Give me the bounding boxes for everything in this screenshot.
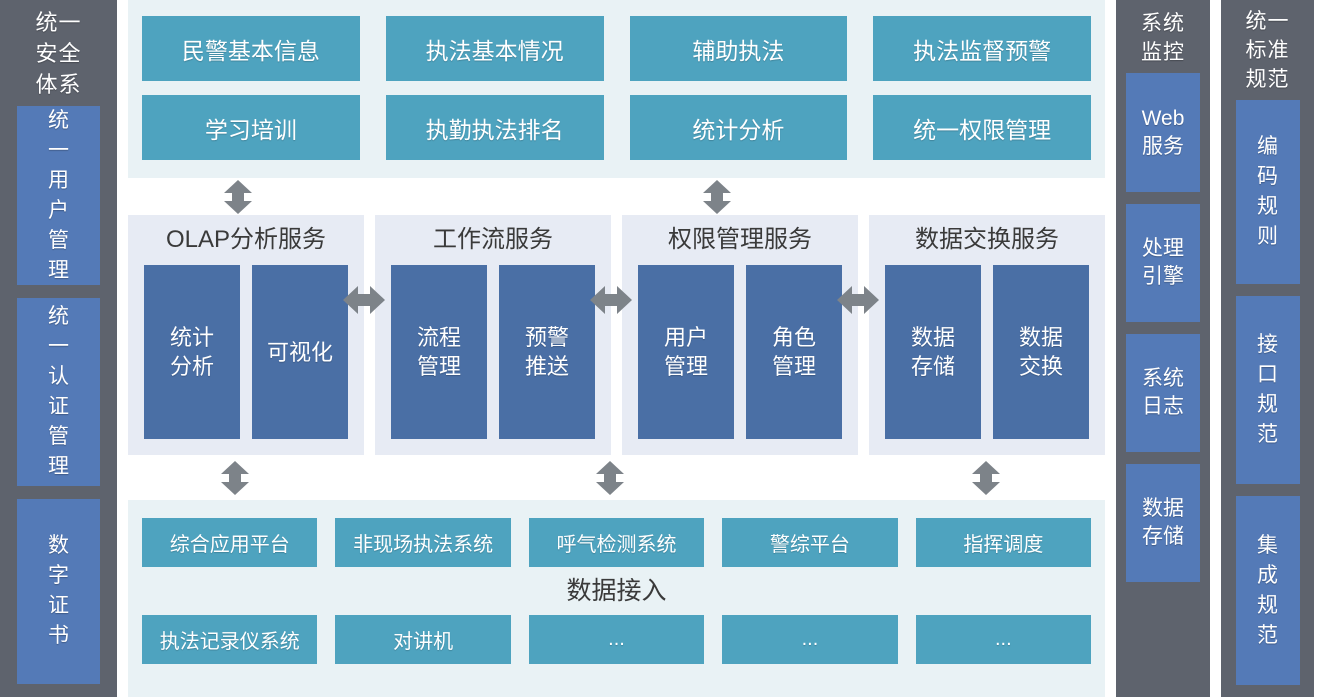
service-box-visualization[interactable]: 可视化: [252, 265, 348, 439]
service-panel-data-exchange-boxes: 数据 存储 数据 交换: [885, 265, 1089, 439]
pillar-monitor-item-web-service[interactable]: Web 服务: [1126, 73, 1200, 192]
connector-strip-upper: [128, 178, 1105, 215]
pillar-unified-security: 统一 安全 体系 统 一 用 户 管 理 统 一 认 证 管 理 数 字 证 书: [0, 0, 117, 697]
pillar-security-item-auth-management[interactable]: 统 一 认 证 管 理: [17, 298, 100, 486]
double-arrow-horizontal-icon: [343, 286, 385, 314]
service-panel-workflow: 工作流服务 流程 管理 预警 推送: [375, 215, 611, 455]
pillar-monitor-title: 系统 监控: [1141, 12, 1185, 64]
service-box-user-management[interactable]: 用户 管理: [638, 265, 734, 439]
pillar-standards-item-interface-spec[interactable]: 接 口 规 范: [1235, 296, 1300, 485]
app-cell-assisted-enforcement[interactable]: 辅助执法: [629, 16, 848, 81]
double-arrow-vertical-icon: [224, 179, 252, 214]
data-cell-police-integrated-platform[interactable]: 警综平台: [722, 518, 898, 567]
service-panel-workflow-boxes: 流程 管理 预警 推送: [391, 265, 595, 439]
pillar-standards-item-coding-rules[interactable]: 编 码 规 则: [1235, 100, 1300, 285]
data-access-row-1: 综合应用平台 非现场执法系统 呼气检测系统 警综平台 指挥调度: [142, 518, 1092, 567]
application-row-1: 民警基本信息 执法基本情况 辅助执法 执法监督预警: [142, 16, 1091, 81]
data-cell-law-enforcement-recorder-system[interactable]: 执法记录仪系统: [142, 615, 318, 664]
app-cell-enforcement-supervision-alert[interactable]: 执法监督预警: [873, 16, 1091, 81]
application-layer: 民警基本信息 执法基本情况 辅助执法 执法监督预警 学习培训 执勤执法排名 统计…: [128, 0, 1105, 178]
data-cell-placeholder-1[interactable]: ...: [528, 615, 705, 664]
service-box-alert-push[interactable]: 预警 推送: [499, 265, 595, 439]
double-arrow-vertical-icon: [972, 460, 1000, 495]
data-cell-offsite-enforcement-system[interactable]: 非现场执法系统: [335, 518, 511, 567]
data-cell-command-dispatch[interactable]: 指挥调度: [915, 518, 1092, 567]
service-box-statistical-analysis[interactable]: 统计 分析: [144, 265, 240, 439]
service-panel-workflow-title: 工作流服务: [433, 226, 553, 253]
service-box-data-storage[interactable]: 数据 存储: [885, 265, 981, 439]
service-panel-permission-boxes: 用户 管理 角色 管理: [638, 265, 842, 439]
service-panel-data-exchange: 数据交换服务 数据 存储 数据 交换: [869, 215, 1105, 455]
pillar-unified-standards: 统一 标准 规范 编 码 规 则 接 口 规 范 集 成 规 范: [1221, 0, 1314, 697]
double-arrow-horizontal-icon: [590, 286, 632, 314]
pillar-security-item-user-management[interactable]: 统 一 用 户 管 理: [17, 106, 100, 285]
app-cell-duty-enforcement-ranking[interactable]: 执勤执法排名: [385, 95, 604, 160]
pillar-monitor-item-processing-engine[interactable]: 处理 引擎: [1126, 204, 1200, 322]
app-cell-study-training[interactable]: 学习培训: [142, 95, 360, 160]
app-cell-enforcement-basics[interactable]: 执法基本情况: [385, 16, 604, 81]
app-cell-police-basic-info[interactable]: 民警基本信息: [142, 16, 360, 81]
pillar-system-monitoring: 系统 监控 Web 服务 处理 引擎 系统 日志 数据 存储: [1116, 0, 1210, 697]
center-stack: 民警基本信息 执法基本情况 辅助执法 执法监督预警 学习培训 执勤执法排名 统计…: [128, 0, 1105, 697]
service-box-role-management[interactable]: 角色 管理: [746, 265, 842, 439]
service-layer: OLAP分析服务 统计 分析 可视化 工作流服务 流程 管理 预警 推送 权限管…: [128, 215, 1105, 455]
double-arrow-vertical-icon: [703, 179, 731, 214]
data-cell-breath-test-system[interactable]: 呼气检测系统: [528, 518, 705, 567]
pillar-monitor-item-system-log[interactable]: 系统 日志: [1126, 334, 1200, 452]
service-panel-permission: 权限管理服务 用户 管理 角色 管理: [622, 215, 858, 455]
double-arrow-vertical-icon: [221, 460, 249, 495]
data-cell-walkie-talkie[interactable]: 对讲机: [335, 615, 511, 664]
application-row-2: 学习培训 执勤执法排名 统计分析 统一权限管理: [142, 95, 1091, 160]
service-panel-data-exchange-title: 数据交换服务: [915, 226, 1059, 253]
pillar-monitor-item-data-storage[interactable]: 数据 存储: [1126, 464, 1200, 582]
pillar-standards-item-integration-spec[interactable]: 集 成 规 范: [1235, 496, 1300, 685]
data-cell-placeholder-3[interactable]: ...: [915, 615, 1092, 664]
data-access-label: 数据接入: [566, 577, 667, 605]
double-arrow-horizontal-icon: [837, 286, 879, 314]
service-panel-olap-title: OLAP分析服务: [165, 226, 327, 253]
data-cell-integrated-app-platform[interactable]: 综合应用平台: [142, 518, 318, 567]
pillar-security-item-digital-certificate[interactable]: 数 字 证 书: [17, 498, 100, 684]
service-panel-permission-title: 权限管理服务: [668, 226, 812, 253]
pillar-standards-title: 统一 标准 规范: [1245, 10, 1290, 91]
service-box-process-management[interactable]: 流程 管理: [391, 265, 487, 439]
service-box-data-exchange[interactable]: 数据 交换: [993, 265, 1089, 439]
double-arrow-vertical-icon: [596, 460, 624, 495]
service-panel-olap-boxes: 统计 分析 可视化: [144, 265, 348, 439]
data-access-row-2: 执法记录仪系统 对讲机 ... ... ...: [142, 615, 1092, 664]
data-access-layer: 综合应用平台 非现场执法系统 呼气检测系统 警综平台 指挥调度 数据接入 执法记…: [128, 500, 1105, 697]
data-cell-placeholder-2[interactable]: ...: [722, 615, 898, 664]
service-panel-olap: OLAP分析服务 统计 分析 可视化: [128, 215, 364, 455]
app-cell-unified-permission-management[interactable]: 统一权限管理: [873, 95, 1091, 160]
app-cell-statistical-analysis[interactable]: 统计分析: [629, 95, 848, 160]
pillar-security-title: 统一 安全 体系: [35, 10, 82, 97]
connector-strip-lower: [128, 455, 1105, 500]
